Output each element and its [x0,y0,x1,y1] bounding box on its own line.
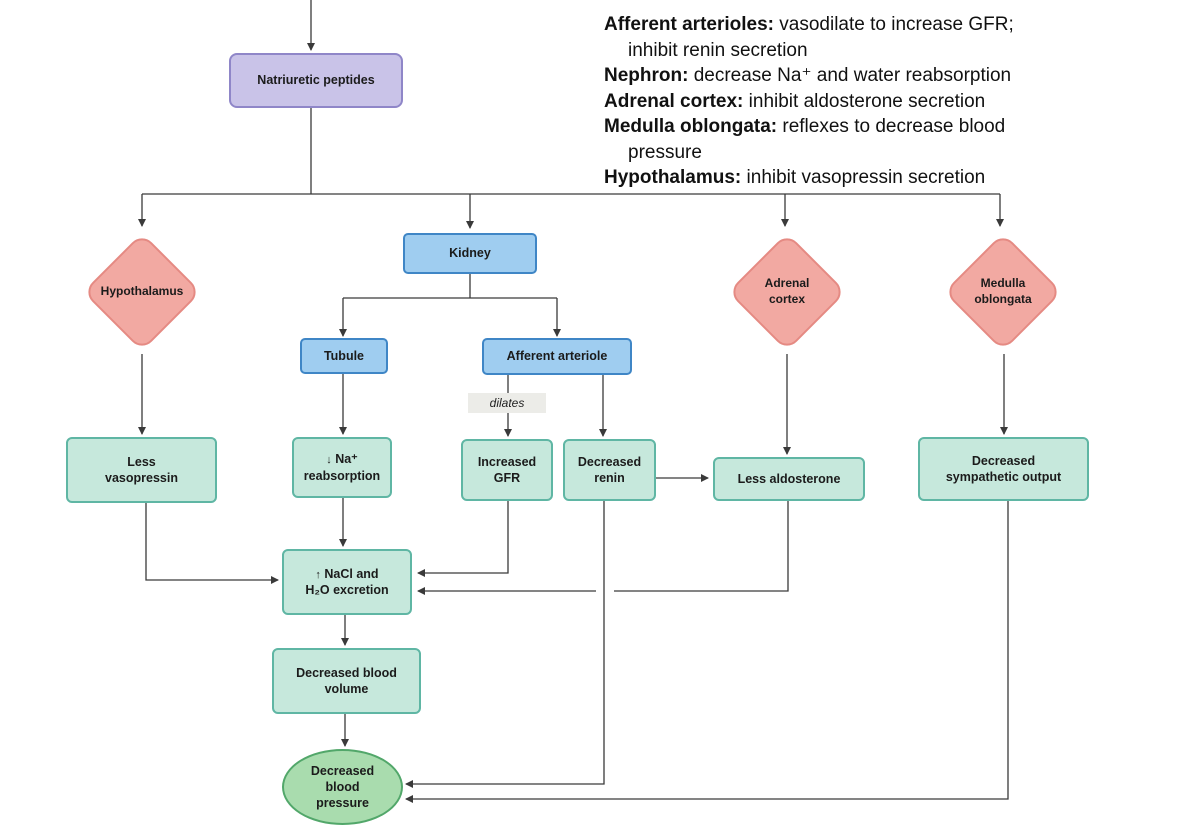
node-label: Adrenal cortex [764,276,810,306]
node-label: ↓ Na⁺ reabsorption [303,452,381,483]
arrow-sympathetic-pressure [405,501,1009,803]
node-decreased-sympathetic: Decreased sympathetic output [918,437,1089,501]
label-dilates: dilates [468,393,546,413]
node-decreased-renin: Decreased renin [563,439,656,501]
node-label: Decreased sympathetic output [945,453,1062,484]
node-label: Afferent arteriole [506,349,608,364]
note-medulla-oblongata: Medulla oblongata: reflexes to decrease … [604,116,1006,163]
node-adrenal-cortex: Adrenal cortex [727,232,847,352]
arrow-vasopressin-nacl [145,503,279,584]
node-label: Decreased blood volume [296,665,397,696]
node-label: Decreased renin [577,454,642,485]
down-arrow-icon: ↓ [326,454,332,467]
node-afferent-arteriole: Afferent arteriole [482,338,632,375]
arrow-aldosterone-nacl [614,501,789,592]
node-tubule: Tubule [300,338,388,374]
note-adrenal-cortex: Adrenal cortex: inhibit aldosterone secr… [604,90,986,112]
node-less-vasopressin: Less vasopressin [66,437,217,503]
node-less-aldosterone: Less aldosterone [713,457,865,501]
node-label: Less aldosterone [737,471,841,486]
node-label: Kidney [449,246,491,261]
node-medulla-oblongata: Medulla oblongata [943,232,1063,352]
node-label: Increased GFR [477,454,537,485]
node-kidney: Kidney [403,233,537,274]
node-decreased-blood-pressure: Decreased blood pressure [282,749,403,825]
node-increased-gfr: Increased GFR [461,439,553,501]
effects-notes: Afferent arterioles: vasodilate to incre… [604,12,1164,191]
arrow-renin-pressure [405,501,605,788]
node-label: Medulla oblongata [974,276,1032,306]
note-hypothalamus: Hypothalamus: inhibit vasopressin secret… [604,167,986,188]
node-na-reabsorption: ↓ Na⁺ reabsorption [292,437,392,498]
node-decreased-blood-volume: Decreased blood volume [272,648,421,714]
node-label: Decreased blood pressure [310,763,375,811]
arrow-gfr-nacl [417,501,509,577]
node-label: Tubule [323,348,365,363]
node-label: Natriuretic peptides [257,73,375,88]
up-arrow-icon: ↑ [315,568,321,581]
node-natriuretic-peptides: Natriuretic peptides [229,53,403,108]
node-hypothalamus: Hypothalamus [82,232,202,352]
node-nacl-excretion: ↑ NaCl and H₂O excretion [282,549,412,615]
node-label: Less vasopressin [105,454,178,485]
node-label: Hypothalamus [100,284,184,299]
note-afferent-arterioles: Afferent arterioles: vasodilate to incre… [604,14,1014,61]
note-nephron: Nephron: decrease Na⁺ and water reabsorp… [604,65,1012,86]
node-label: ↑ NaCl and H₂O excretion [305,566,389,598]
